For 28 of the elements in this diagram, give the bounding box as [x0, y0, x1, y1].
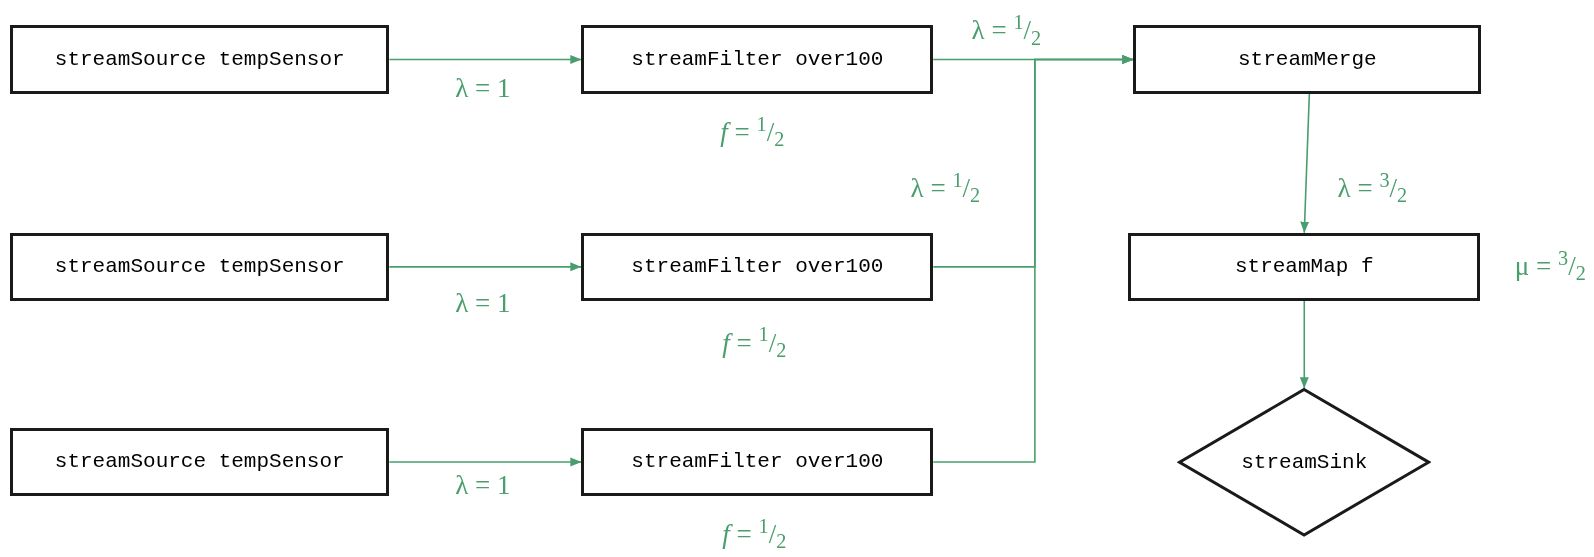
arrow [1299, 300, 1309, 390]
node-label: streamMerge [1238, 46, 1377, 73]
arrow [388, 262, 583, 272]
node-label: streamSink [1241, 449, 1368, 476]
node-label: streamFilter over100 [631, 254, 884, 281]
rate-label: f = $^{1}$/$_{2}$ [722, 322, 787, 363]
rate-label: f = $^{1}$/$_{2}$ [720, 111, 785, 152]
node-label: streamSource tempSensor [54, 46, 345, 73]
node-label: streamSource tempSensor [54, 254, 345, 281]
rate-label: f = $^{1}$/$_{2}$ [722, 513, 787, 554]
process-box [10, 427, 390, 497]
node-label: streamSource tempSensor [54, 449, 345, 476]
process-box [581, 25, 934, 94]
arrow [1300, 92, 1311, 234]
process-box [10, 232, 390, 301]
node-label: streamMap f [1234, 254, 1374, 281]
arrow [388, 55, 583, 64]
rate-label: μ = $^{3}$/$_{2}$ [1514, 246, 1586, 287]
process-box [1133, 25, 1482, 94]
arrow [388, 457, 583, 467]
process-box [581, 232, 934, 301]
node-label: streamFilter over100 [631, 449, 884, 476]
node-label: streamFilter over100 [631, 46, 884, 73]
process-box [10, 25, 390, 94]
arrow [932, 55, 1135, 463]
process-box [581, 427, 934, 497]
sink-diamond [1177, 388, 1432, 537]
process-box [1128, 232, 1481, 301]
